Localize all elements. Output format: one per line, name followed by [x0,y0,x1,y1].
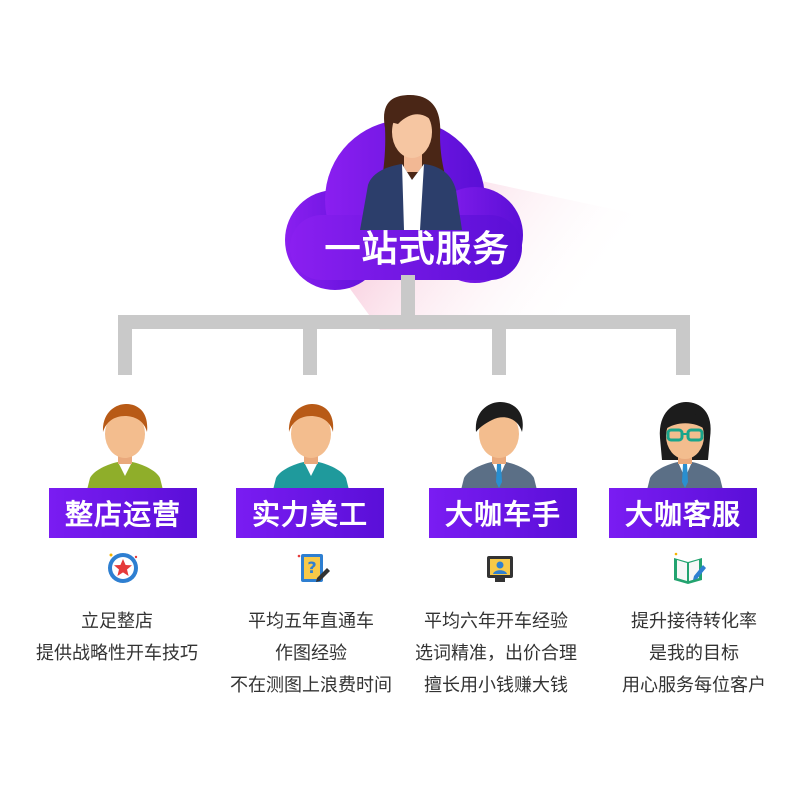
service-desc-customer-service: 提升接待转化率 是我的目标 用心服务每位客户 [594,606,794,702]
hero-title: 一站式服务 [292,220,542,272]
service-agent-avatar [630,398,740,498]
connector-drop-4 [676,315,690,375]
image-frame-icon [480,548,520,588]
driver-avatar [444,398,554,498]
designer-avatar [256,398,366,498]
service-desc-driver: 平均六年开车经验 选词精准，出价合理 擅长用小钱赚大钱 [396,606,596,702]
book-pencil-icon [668,548,708,588]
connector-horizontal [118,315,690,329]
star-badge-icon [103,548,143,588]
service-label-customer-service: 大咖客服 [609,488,757,538]
connector-drop-2 [303,315,317,375]
service-desc-design: 平均五年直通车 作图经验 不在测图上浪费时间 [211,606,411,702]
service-label-operations: 整店运营 [49,488,197,538]
service-desc-operations: 立足整店 提供战略性开车技巧 [17,606,217,670]
service-label-driver: 大咖车手 [429,488,577,538]
connector-drop-3 [492,315,506,375]
hero-cloud-illustration [0,0,800,330]
service-label-design: 实力美工 [236,488,384,538]
question-note-edit-icon: ? [293,548,333,588]
connector-drop-1 [118,315,132,375]
connector-trunk [401,275,415,320]
svg-text:?: ? [307,558,316,577]
operator-avatar [70,398,180,498]
